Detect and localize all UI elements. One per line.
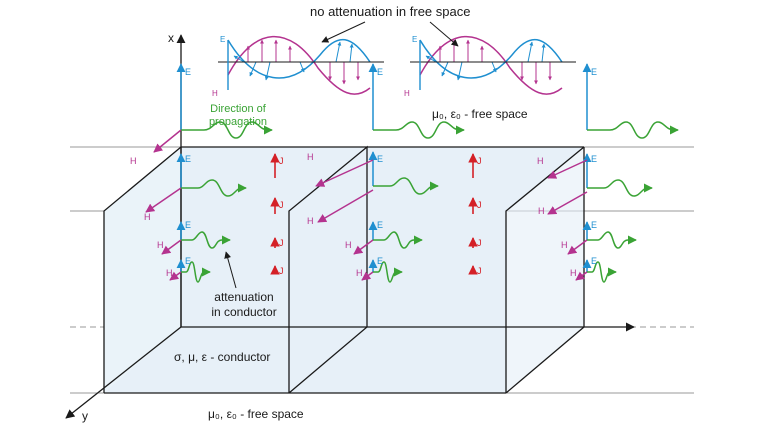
h-label: H [561,240,568,250]
attenuation-pointer [224,251,237,289]
wave-e-label-right: E [412,35,417,44]
wave-h-label-right: H [404,89,410,98]
e-label: E [591,67,597,77]
no-attenuation-caption: no attenuation in free space [310,4,470,19]
current-density-arrows [270,153,478,275]
e-label: E [591,154,597,164]
j-label: J [477,266,482,276]
e-label: E [185,220,191,230]
conductor-block [103,145,585,394]
x-axis-label: x [168,31,174,45]
h-label: H [538,206,545,216]
e-label: E [377,67,383,77]
e-label: E [185,67,191,77]
j-label: J [279,200,284,210]
free-space-top-label: μ₀, ε₀ - free space [432,107,528,121]
h-label: H [570,268,577,278]
wave-h-label-left: H [212,89,218,98]
direction-label-line2: propagation [209,116,267,128]
wave-e-label-left: E [220,35,225,44]
j-label: J [477,200,482,210]
j-labels: J J J J J J J J [279,156,482,276]
e-label: E [185,154,191,164]
j-label: J [279,238,284,248]
h-label: H [157,240,164,250]
j-label: J [279,156,284,166]
h-label: H [144,212,151,222]
h-label: H [345,240,352,250]
free-space-field-set [153,63,679,153]
h-label: H [307,152,314,162]
h-labels: H H H H H H H H H H H H [130,152,577,278]
free-space-bottom-label: μ₀, ε₀ - free space [208,407,304,421]
j-label: J [477,238,482,248]
e-label: E [185,256,191,266]
h-label: H [307,216,314,226]
wave-illustration-right [410,35,576,95]
caption-pointers [321,21,459,47]
h-label: H [166,268,173,278]
conductor-e-labels: E E E E E E E E E [185,154,597,266]
h-label: H [130,156,137,166]
j-label: J [279,266,284,276]
e-label: E [377,154,383,164]
h-label: H [356,268,363,278]
j-label: J [477,156,482,166]
wave-illustration-left [218,35,384,95]
y-axis-label: y [82,409,88,423]
attenuation-label-line1: attenuation [214,290,273,304]
e-label: E [377,220,383,230]
conductor-fields [145,151,653,283]
e-label: E [591,256,597,266]
e-label: E [591,220,597,230]
direction-label-line1: Direction of [210,103,267,115]
conductor-label: σ, μ, ε - conductor [174,350,270,364]
attenuation-label-line2: in conductor [211,305,276,319]
e-label: E [377,256,383,266]
h-label: H [537,156,544,166]
